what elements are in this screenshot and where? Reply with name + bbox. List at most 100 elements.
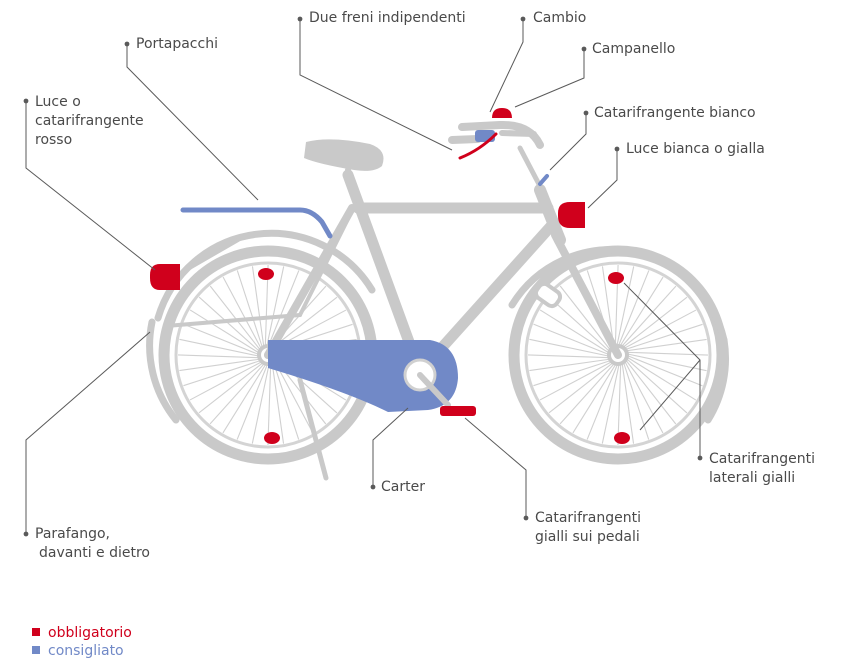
spoke [625, 353, 707, 372]
spoke [209, 362, 266, 425]
spoke [189, 309, 261, 355]
label-pedal-reflectors: Catarifrangenti gialli sui pedali [535, 509, 641, 547]
spoke [617, 362, 622, 446]
front-rim [524, 261, 712, 449]
spoke [539, 360, 614, 401]
dynamo [533, 281, 563, 309]
spoke [620, 285, 677, 348]
spoke [548, 361, 615, 414]
label-white-reflector: Catarifrangente bianco [594, 105, 756, 121]
label-fenders-line: davanti e dietro [39, 545, 150, 561]
spoke [586, 362, 619, 440]
spoke [222, 362, 268, 434]
spoke [624, 358, 677, 425]
label-rear-light: Luce o catarifrangente rosso [35, 93, 144, 150]
spoke [529, 358, 612, 372]
rear-light [150, 264, 180, 290]
spoke [179, 338, 261, 357]
label-brakes: Due freni indipendenti [309, 10, 466, 26]
spoke [559, 285, 612, 352]
front-white-reflector [538, 174, 549, 186]
legend-recommended-text: consigliato [48, 643, 124, 659]
label-side-reflectors-line: laterali gialli [709, 470, 796, 486]
spoke [267, 270, 300, 348]
spoke [621, 361, 635, 444]
spoke [236, 270, 264, 350]
label-front-light: Luce bianca o gialla [626, 141, 765, 157]
legend-recommended-swatch [32, 646, 40, 654]
bell [492, 108, 512, 118]
rear-fender-lower [146, 318, 180, 424]
spoke [618, 276, 664, 348]
legend-required-swatch [32, 628, 40, 636]
spoke [624, 338, 707, 352]
spoke [529, 338, 611, 357]
spoke [533, 359, 613, 387]
legend-required-text: obbligatorio [48, 625, 132, 641]
label-fenders-line: Parafango, [35, 526, 111, 542]
spoke [622, 309, 697, 350]
spoke [625, 357, 688, 414]
label-bell: Campanello [592, 41, 676, 57]
label-pedal-reflectors-line: gialli sui pedali [535, 529, 640, 545]
rear-spoke-reflector-top [258, 268, 274, 280]
spoke [271, 361, 285, 444]
spoke [621, 296, 688, 349]
crank-arm [417, 372, 451, 408]
front-light [558, 202, 585, 228]
spoke [273, 359, 314, 434]
brake-lever [458, 132, 498, 160]
rear-spoke-reflector-bottom [264, 432, 280, 444]
spoke [601, 362, 620, 444]
label-rear-light-line: rosso [35, 132, 73, 148]
spoke [179, 358, 262, 372]
spoke [183, 323, 261, 356]
spoke [251, 266, 265, 349]
front-fender-lower [704, 336, 729, 424]
spoke [622, 360, 650, 440]
label-pedal-reflectors-line: Catarifrangenti [535, 510, 641, 526]
spoke [266, 266, 285, 348]
leader-lines [25, 20, 701, 533]
label-rack: Portapacchi [136, 36, 218, 52]
spoke [198, 361, 265, 414]
spoke [601, 266, 615, 349]
legend-required: obbligatorio [32, 624, 132, 642]
spoke [272, 360, 300, 440]
spoke [189, 360, 264, 401]
front-spoke-reflector-bottom [614, 432, 630, 444]
label-side-reflectors: Catarifrangenti laterali gialli [709, 450, 815, 488]
spoke [533, 323, 611, 356]
front-fender [508, 246, 728, 344]
spoke [625, 351, 709, 356]
spoke [183, 359, 263, 387]
spoke [267, 362, 272, 446]
spoke [623, 323, 703, 351]
spoke [548, 296, 611, 353]
label-fenders: Parafango, davanti e dietro [35, 525, 150, 563]
spoke [625, 355, 697, 401]
spoke [572, 362, 618, 434]
spoke [527, 354, 611, 359]
spoke [625, 354, 703, 387]
spoke [222, 276, 263, 351]
spoke [198, 296, 261, 353]
saddle [304, 139, 384, 171]
kickstand [297, 377, 329, 481]
spoke [236, 362, 269, 440]
spoke [539, 309, 611, 355]
chain-guard [268, 340, 458, 412]
label-rear-light-line: Luce o [35, 94, 81, 110]
spoke [251, 362, 270, 444]
spoke [616, 266, 635, 348]
spoke [617, 270, 650, 348]
spoke [623, 359, 664, 434]
pedal-reflector [440, 406, 476, 416]
handlebars [448, 120, 544, 149]
label-gears: Cambio [533, 10, 587, 26]
front-spoke-reflector-top [608, 272, 624, 284]
label-chain-guard: Carter [381, 479, 425, 495]
spoke [177, 354, 261, 359]
